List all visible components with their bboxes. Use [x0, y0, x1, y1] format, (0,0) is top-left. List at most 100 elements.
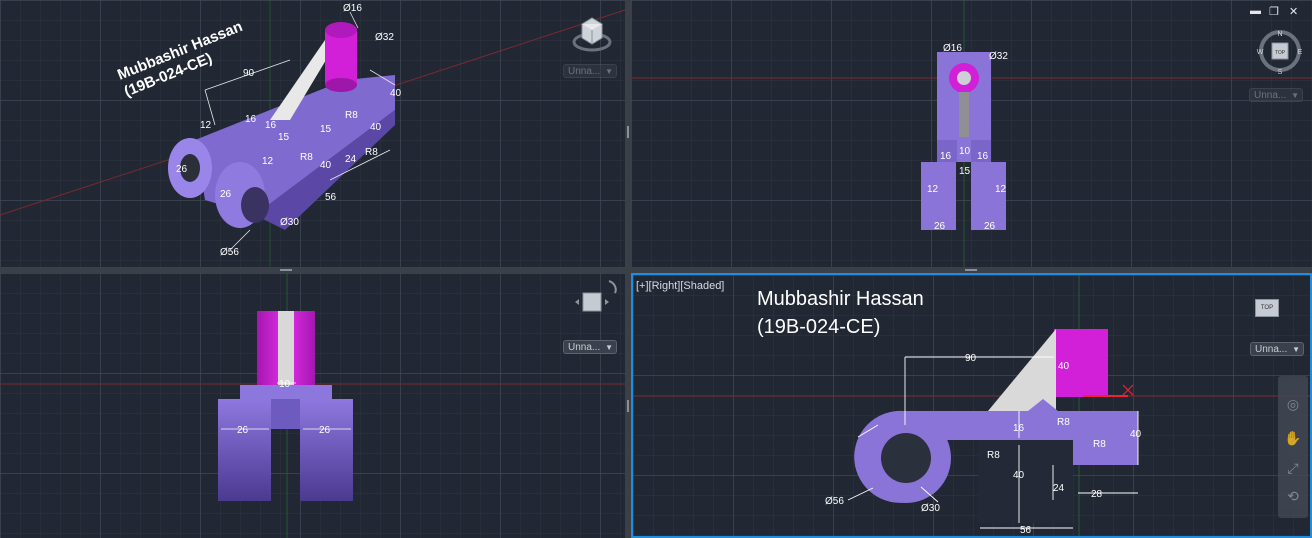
dim-label: 12 — [262, 156, 274, 167]
splitter-grip[interactable] — [965, 269, 977, 271]
restore-icon[interactable]: ❐ — [1269, 6, 1279, 18]
dim-label: 40 — [370, 122, 382, 133]
dim-label: 10 — [279, 379, 291, 390]
dim-dia-30: Ø30 — [921, 503, 940, 514]
compass-n: N — [1277, 31, 1282, 38]
viewport-front[interactable]: 10 26 26 Unna... ▼ — [0, 273, 625, 538]
navigation-bar: ◎ ✋ ⤢ ⟲ — [1278, 376, 1308, 518]
view-dropdown-label: Unna... — [568, 342, 601, 353]
dim-label: 12 — [995, 184, 1007, 195]
top-view-drawing: Ø16 Ø32 16 16 10 15 12 12 26 26 — [631, 0, 1312, 267]
splitter-grip[interactable] — [627, 126, 629, 138]
dim-40-top: 40 — [1058, 361, 1070, 372]
dim-16: 16 — [1013, 423, 1025, 434]
dim-label: 26 — [984, 221, 996, 232]
close-icon[interactable]: ✕ — [1289, 6, 1299, 18]
author-name: Mubbashir Hassan — [757, 288, 924, 310]
view-dropdown-label: Unna... — [1254, 90, 1287, 101]
dim-label: 16 — [940, 151, 952, 162]
dim-label: 40 — [390, 88, 402, 99]
iso-dimensions — [204, 11, 396, 251]
dim-label: Ø30 — [280, 217, 299, 228]
viewcube-icon[interactable]: TOP — [1255, 299, 1279, 317]
viewport-top[interactable]: Ø16 Ø32 16 16 10 15 12 12 26 26 ▬ ❐ ✕ N … — [631, 0, 1312, 267]
chevron-down-icon: ▼ — [605, 343, 613, 352]
dim-label: 12 — [200, 120, 212, 131]
compass-w: W — [1257, 49, 1264, 56]
dim-label: 26 — [176, 164, 188, 175]
watermark: Mubbashir Hassan (19B-024-CE) — [757, 285, 924, 341]
dim-label: 15 — [320, 124, 332, 135]
compass-center: TOP — [1275, 50, 1286, 56]
compass-s: S — [1278, 69, 1283, 76]
dim-label: 16 — [245, 114, 257, 125]
viewcube-icon[interactable] — [571, 277, 623, 321]
right-view-drawing: 90 40 16 R8 R8 R8 40 40 24 28 56 Ø56 Ø30 — [633, 275, 1310, 536]
pan-hand-icon[interactable]: ✋ — [1284, 430, 1302, 446]
chevron-down-icon: ▼ — [605, 67, 613, 76]
compass-icon[interactable]: N S E W TOP — [1255, 26, 1305, 78]
dim-56: 56 — [1020, 525, 1032, 536]
dim-dia-56: Ø56 — [825, 496, 844, 507]
chevron-down-icon: ▼ — [1291, 91, 1299, 100]
orbit-icon[interactable]: ⟲ — [1287, 488, 1299, 504]
minimize-icon[interactable]: ▬ — [1250, 5, 1261, 17]
dim-label: 90 — [243, 68, 255, 79]
viewport-isometric[interactable]: Ø16 Ø32 90 40 R8 16 15 12 R8 15 R8 24 40… — [0, 0, 625, 267]
isometric-drawing: Ø16 Ø32 90 40 R8 16 15 12 R8 15 R8 24 40… — [0, 0, 625, 267]
right-view-dimension-lines — [847, 356, 1139, 529]
top-view-solid — [921, 52, 1006, 230]
dim-label: R8 — [365, 147, 378, 158]
zoom-extents-icon[interactable]: ⤢ — [1287, 460, 1299, 476]
dim-40-right: 40 — [1130, 429, 1142, 440]
dim-label: 16 — [977, 151, 989, 162]
dim-24: 24 — [1053, 483, 1065, 494]
dim-90: 90 — [965, 353, 977, 364]
view-dropdown-label: Unna... — [1255, 344, 1288, 355]
fork-left — [218, 399, 271, 501]
dim-r8-b: R8 — [1093, 439, 1106, 450]
compass-e: E — [1298, 49, 1303, 56]
author-id: (19B-024-CE) — [757, 316, 881, 338]
splitter-grip[interactable] — [627, 400, 629, 412]
dim-label: Ø56 — [220, 247, 239, 258]
viewport-splitter-horizontal[interactable] — [0, 267, 1312, 273]
dim-label: R8 — [300, 152, 313, 163]
dim-label: R8 — [345, 110, 358, 121]
fork-right — [300, 399, 353, 501]
view-dropdown[interactable]: Unna... ▼ — [1249, 88, 1303, 102]
chevron-down-icon: ▼ — [1292, 345, 1300, 354]
dim-label: 40 — [320, 160, 332, 171]
dim-label: Ø32 — [989, 51, 1008, 62]
dim-label: Ø32 — [375, 32, 394, 43]
viewcube-icon[interactable] — [568, 12, 612, 56]
view-dropdown[interactable]: Unna... ▼ — [563, 64, 617, 78]
dim-40-mid: 40 — [1013, 470, 1025, 481]
steering-wheel-icon[interactable]: ◎ — [1286, 396, 1300, 412]
view-dropdown-label: Unna... — [568, 66, 601, 77]
view-dropdown[interactable]: Unna... ▼ — [1250, 342, 1304, 356]
view-dropdown[interactable]: Unna... ▼ — [563, 340, 617, 354]
dim-28: 28 — [1091, 489, 1103, 500]
rib — [278, 311, 294, 398]
viewport-right-active[interactable]: [+][Right][Shaded] Mubbashir Hassan (19B… — [631, 273, 1312, 538]
dim-label: Ø16 — [943, 43, 962, 54]
dim-label: 26 — [319, 425, 331, 436]
right-view-solid — [854, 329, 1138, 523]
dim-label: 15 — [959, 166, 971, 177]
dim-label: 15 — [278, 132, 290, 143]
dim-label: 24 — [345, 154, 357, 165]
dim-r8-a: R8 — [1057, 417, 1070, 428]
dim-label: 12 — [927, 184, 939, 195]
dim-label: 26 — [934, 221, 946, 232]
dim-label: 26 — [237, 425, 249, 436]
iso-solid — [168, 22, 395, 230]
viewport-label[interactable]: [+][Right][Shaded] — [636, 280, 725, 292]
splitter-grip[interactable] — [280, 269, 292, 271]
front-view-drawing: 10 26 26 — [0, 273, 625, 538]
dim-label: Ø16 — [343, 3, 362, 14]
dim-label: 56 — [325, 192, 337, 203]
dim-label: 26 — [220, 189, 232, 200]
dim-label: 10 — [959, 146, 971, 157]
